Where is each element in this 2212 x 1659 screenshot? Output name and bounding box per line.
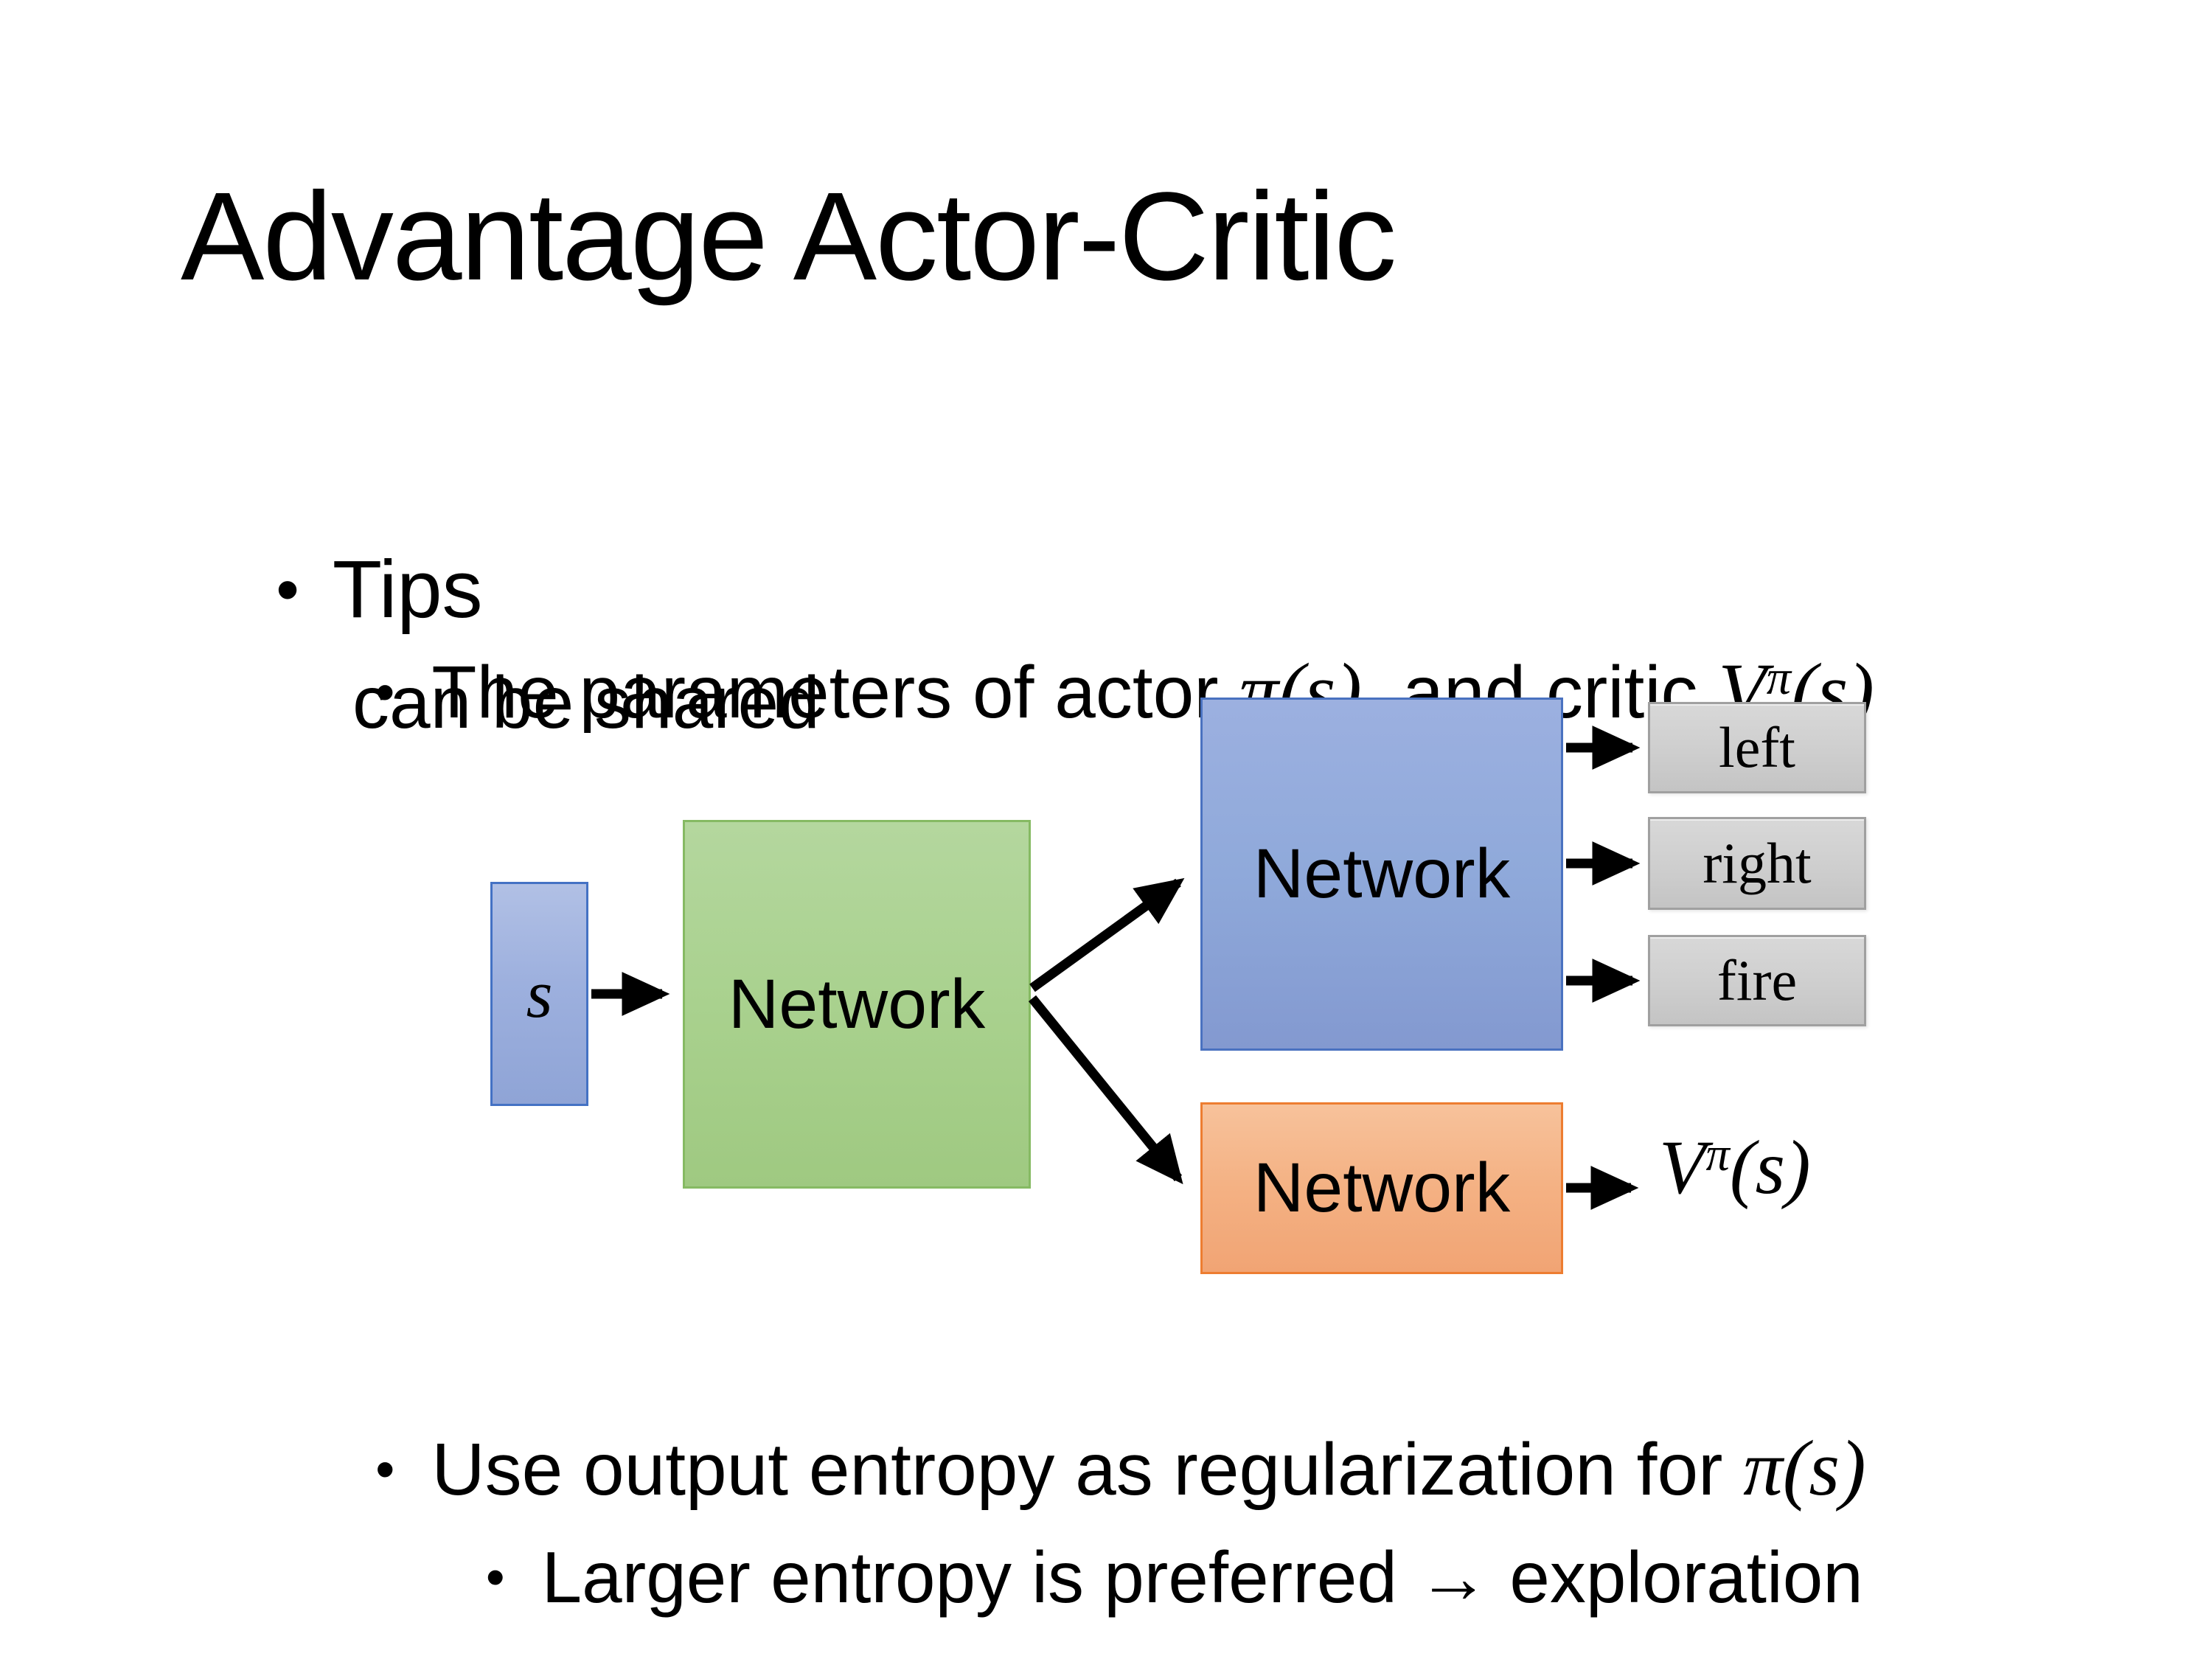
critic-output-rest: (s)	[1729, 1125, 1811, 1210]
state-input-label: s	[526, 956, 553, 1032]
critic-output-sup: π	[1705, 1128, 1730, 1181]
critic-network-label: Network	[1253, 1149, 1511, 1227]
critic-output-base: V	[1659, 1125, 1706, 1210]
bullet-tips-label: Tips	[332, 544, 483, 635]
action-box-right: right	[1648, 817, 1866, 910]
actor-network-box: Network	[1200, 698, 1563, 1051]
bullet-dot-icon: •	[276, 552, 299, 627]
bullet-shared-params-text-1: The parameters of actor	[431, 651, 1239, 734]
math-pi-s: π(s)	[1743, 1425, 1866, 1512]
action-box-left: left	[1648, 702, 1866, 793]
bullet-larger-entropy: • Larger entropy is preferred → explorati…	[406, 1447, 1863, 1659]
critic-network-box: Network	[1200, 1102, 1563, 1274]
page-title: Advantage Actor-Critic	[181, 167, 1397, 307]
math-v-sup: π	[1766, 651, 1791, 706]
bullet-entropy-regularization: • Use output entropy as regularization fo…	[293, 1333, 1866, 1604]
state-input-box: s	[490, 882, 588, 1106]
arrow-shared-to-actor-icon	[1029, 877, 1185, 992]
arrow-shared-to-critic-icon	[1028, 995, 1183, 1185]
bullet-larger-entropy-text: Larger entropy is preferred → exploratio…	[541, 1536, 1863, 1618]
bullet-entropy-text: Use output entropy as regularization for	[431, 1428, 1744, 1511]
actor-network-label: Network	[1253, 835, 1511, 913]
bullet-dot-icon: •	[375, 1438, 395, 1500]
shared-network-box: Network	[683, 820, 1031, 1189]
action-box-fire: fire	[1648, 935, 1866, 1026]
critic-output-label: Vπ(s)	[1659, 1122, 1811, 1214]
bullet-tips: • Tips	[186, 444, 483, 736]
shared-network-label: Network	[728, 964, 986, 1043]
bullet-shared-params-line2: can be shared	[352, 661, 820, 744]
bullet-dot-icon: •	[485, 1545, 505, 1607]
bullet-dot-icon: •	[375, 661, 395, 723]
